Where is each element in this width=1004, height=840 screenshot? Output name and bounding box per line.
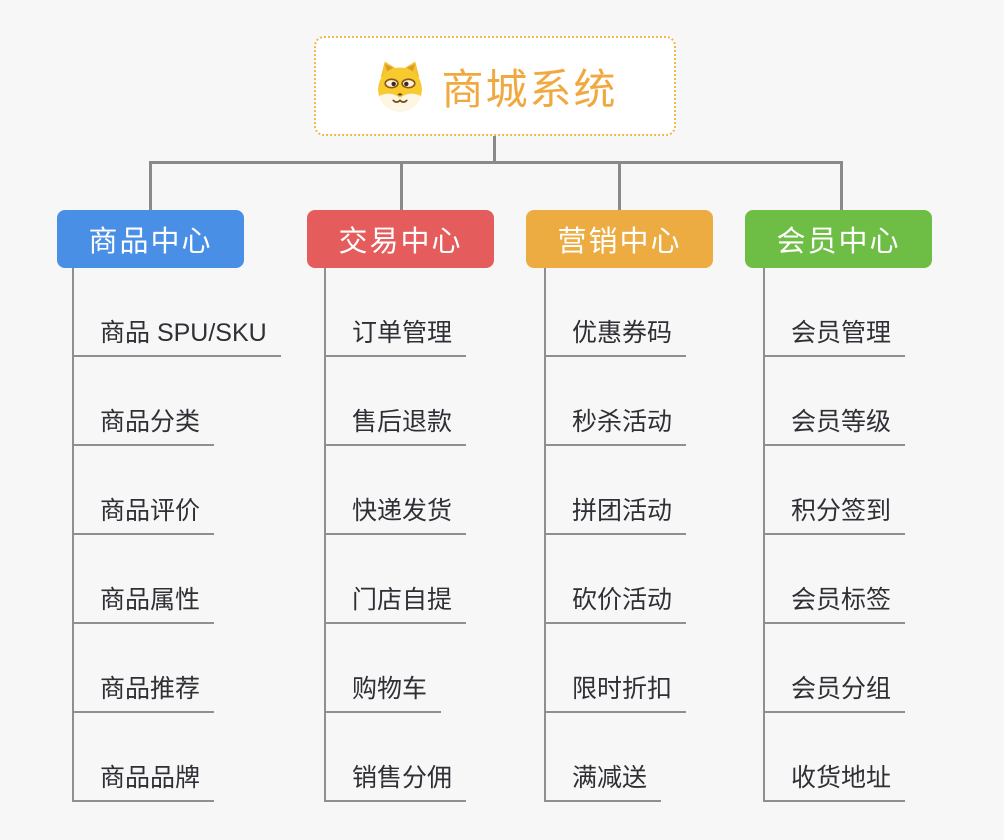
leaf-node[interactable]: 秒杀活动 [544, 406, 687, 446]
branch-header[interactable]: 商品中心 [57, 210, 244, 268]
branch-header[interactable]: 交易中心 [307, 210, 494, 268]
leaf-node[interactable]: 满减送 [544, 762, 662, 802]
leaf-node[interactable]: 会员等级 [763, 406, 906, 446]
leaf-node[interactable]: 砍价活动 [544, 584, 687, 624]
leaf-node[interactable]: 商品品牌 [72, 762, 215, 802]
leaf-node[interactable]: 拼团活动 [544, 495, 687, 535]
leaf-node[interactable]: 商品评价 [72, 495, 215, 535]
branch-header[interactable]: 会员中心 [745, 210, 932, 268]
connector-line [840, 161, 843, 210]
leaf-node[interactable]: 商品 SPU/SKU [72, 317, 281, 357]
connector-line [149, 161, 843, 164]
leaf-node[interactable]: 快递发货 [324, 495, 467, 535]
leaf-node[interactable]: 购物车 [324, 673, 442, 713]
leaf-node[interactable]: 门店自提 [324, 584, 467, 624]
branch-trunk-line [763, 268, 765, 802]
leaf-node[interactable]: 商品属性 [72, 584, 215, 624]
leaf-node[interactable]: 商品分类 [72, 406, 215, 446]
leaf-node[interactable]: 商品推荐 [72, 673, 215, 713]
branch-trunk-line [324, 268, 326, 802]
leaf-node[interactable]: 优惠券码 [544, 317, 687, 357]
connector-line [618, 161, 621, 210]
leaf-node[interactable]: 会员分组 [763, 673, 906, 713]
branch-header[interactable]: 营销中心 [526, 210, 713, 268]
leaf-node[interactable]: 订单管理 [324, 317, 467, 357]
leaf-node[interactable]: 积分签到 [763, 495, 906, 535]
connector-line [493, 136, 496, 164]
root-node[interactable]: 商城系统 [314, 36, 676, 136]
connector-line [400, 161, 403, 210]
leaf-node[interactable]: 会员标签 [763, 584, 906, 624]
leaf-node[interactable]: 会员管理 [763, 317, 906, 357]
dog-face-icon [378, 61, 423, 112]
branch-trunk-line [544, 268, 546, 802]
root-title: 商城系统 [441, 65, 618, 113]
leaf-node[interactable]: 售后退款 [324, 406, 467, 446]
leaf-node[interactable]: 收货地址 [763, 762, 906, 802]
leaf-node[interactable]: 限时折扣 [544, 673, 687, 713]
leaf-node[interactable]: 销售分佣 [324, 762, 467, 802]
connector-line [149, 161, 152, 210]
branch-trunk-line [72, 268, 74, 802]
